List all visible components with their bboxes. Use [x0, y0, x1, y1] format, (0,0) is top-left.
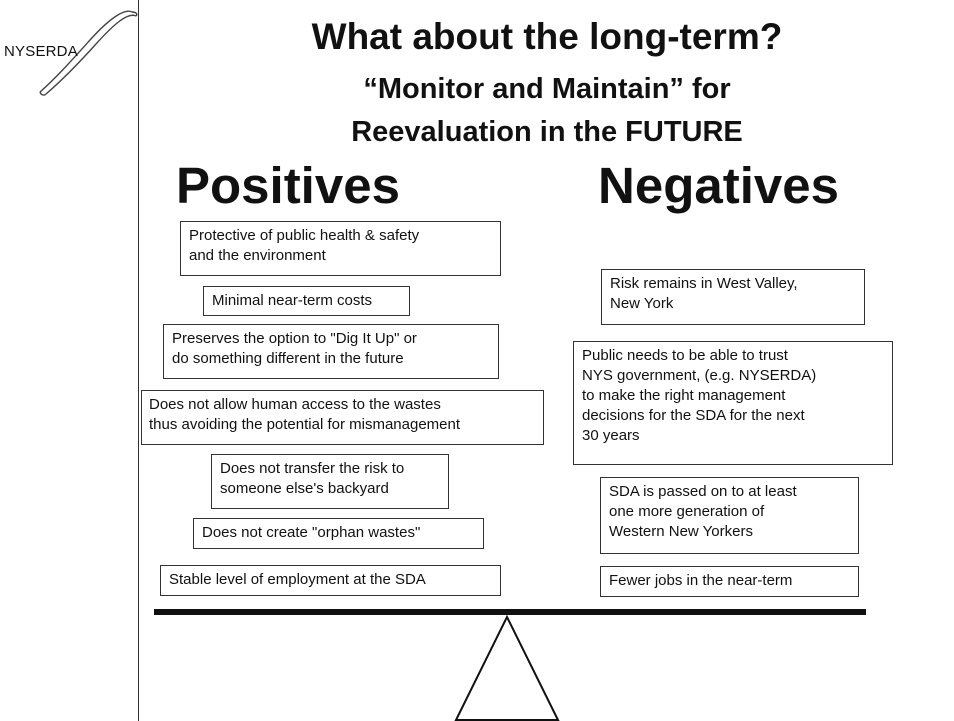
- negative-item-next-generation: SDA is passed on to at least one more ge…: [600, 477, 859, 554]
- negative-item-fewer-jobs: Fewer jobs in the near-term: [600, 566, 859, 597]
- scale-fulcrum-triangle-icon: [454, 614, 560, 721]
- positive-item-no-risk-transfer: Does not transfer the risk to someone el…: [211, 454, 449, 509]
- positive-item-near-term-costs: Minimal near-term costs: [203, 286, 410, 316]
- logo-swoosh-icon: [39, 10, 138, 96]
- negative-item-risk-remains: Risk remains in West Valley, New York: [601, 269, 865, 325]
- subtitle-line-1: “Monitor and Maintain” for: [363, 73, 731, 105]
- negative-item-public-trust: Public needs to be able to trust NYS gov…: [573, 341, 893, 465]
- positive-item-public-health: Protective of public health & safety and…: [180, 221, 501, 276]
- positive-item-orphan-wastes: Does not create "orphan wastes": [193, 518, 484, 549]
- nyserda-logo: NYSERDA: [4, 43, 78, 60]
- page-title: What about the long-term?: [311, 16, 783, 57]
- positive-item-no-human-access: Does not allow human access to the waste…: [141, 390, 544, 445]
- positives-heading: Positives: [176, 157, 400, 214]
- positive-item-stable-employment: Stable level of employment at the SDA: [160, 565, 501, 596]
- scale-beam: [154, 609, 866, 615]
- left-divider-line: [138, 0, 139, 721]
- negatives-heading: Negatives: [598, 157, 839, 214]
- positive-item-dig-it-up: Preserves the option to "Dig It Up" or d…: [163, 324, 499, 379]
- subtitle-line-2: Reevaluation in the FUTURE: [351, 116, 743, 148]
